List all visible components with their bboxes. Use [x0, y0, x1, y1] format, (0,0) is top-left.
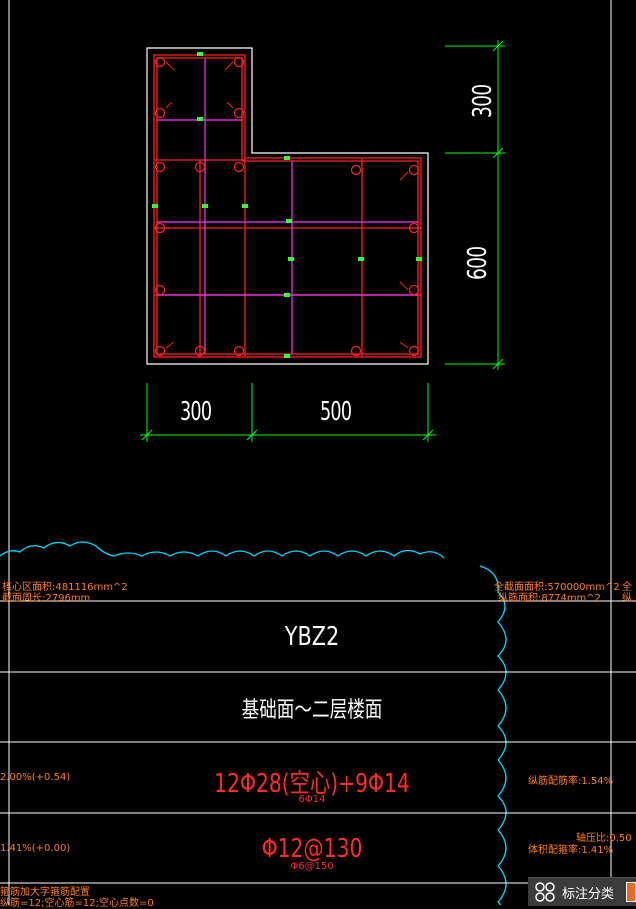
- rebar-bars: [154, 56, 420, 357]
- note-axial-ratio: 轴压比:0.50: [576, 833, 632, 844]
- note-ratio-left: 2.00%(+0.54): [0, 772, 71, 783]
- rebar-bar: [194, 345, 206, 357]
- stirrup-rebar-sub: Φ6@150: [290, 861, 334, 872]
- note-full-area: 全截面面积:570000mm^2: [494, 582, 620, 593]
- rebar-cage: [153, 54, 422, 358]
- rebar-bar: [154, 56, 166, 68]
- column-outline: [146, 47, 429, 365]
- longitudinal-rebar: 12Φ28(空心)+9Φ14: [214, 769, 410, 799]
- note-core-area: 核心区面积:481116mm^2: [2, 582, 128, 593]
- rebar-bar: [350, 345, 362, 357]
- rebar-markers: [152, 52, 422, 358]
- dim-right-horizontal: 500: [320, 397, 352, 427]
- rebar-bar: [233, 56, 245, 68]
- tie-bars: [157, 58, 418, 354]
- note-rebar-ratio: 纵筋配筋率:1.54%: [528, 776, 614, 787]
- note-rebar-count: 纵筋=12;空心筋=12;空心点数=0: [0, 898, 154, 909]
- rebar-bar: [408, 345, 420, 357]
- status-indicator: [626, 882, 636, 902]
- rebar-bar: [350, 164, 362, 176]
- rebar-bar: [154, 161, 166, 173]
- rebar-bar: [233, 107, 245, 119]
- rebar-bar: [154, 345, 166, 357]
- note-edge-1: 全: [622, 582, 632, 593]
- rebar-bar: [154, 222, 166, 234]
- note-stirrup-config: 箍筋加大字箍筋配置: [0, 887, 90, 898]
- vertical-dimension: [445, 40, 505, 370]
- dim-bottom-vertical: 600: [463, 246, 493, 280]
- rebar-bar: [408, 222, 420, 234]
- note-rebar-area: 纵筋面积:8774mm^2: [498, 593, 602, 604]
- dim-top-vertical: 300: [468, 84, 498, 118]
- note-stirrup-ratio: 体积配箍率:1.41%: [528, 845, 614, 856]
- rebar-bar: [154, 107, 166, 119]
- grid-icon: [535, 882, 555, 902]
- rebar-bar: [154, 284, 166, 296]
- rebar-bar: [408, 164, 420, 176]
- column-name: YBZ2: [284, 622, 340, 652]
- outer-stirrup: [153, 54, 422, 358]
- annotation-category-button[interactable]: 标注分类: [528, 877, 636, 906]
- longitudinal-rebar-sub: 6Φ14: [298, 794, 326, 805]
- column-range: 基础面～二层楼面: [241, 698, 383, 723]
- note-ratio-left-2: 1.41%(+0.00): [0, 843, 71, 854]
- outer-stirrup-inner: [156, 57, 419, 355]
- note-edge-2: 纵: [622, 593, 632, 604]
- schedule-table-lines: [0, 600, 636, 884]
- dim-left-horizontal: 300: [180, 397, 212, 427]
- annotation-category-label: 标注分类: [562, 885, 615, 901]
- rebar-bar: [408, 284, 420, 296]
- hooks: [165, 61, 409, 349]
- rebar-bar: [233, 345, 245, 357]
- note-perimeter: 截面周长:2796mm: [2, 593, 91, 604]
- stirrup-rebar: Φ12@130: [261, 834, 363, 864]
- rebar-bar: [233, 161, 245, 173]
- rebar-bar: [194, 161, 206, 173]
- horizontal-dimension: [140, 383, 436, 442]
